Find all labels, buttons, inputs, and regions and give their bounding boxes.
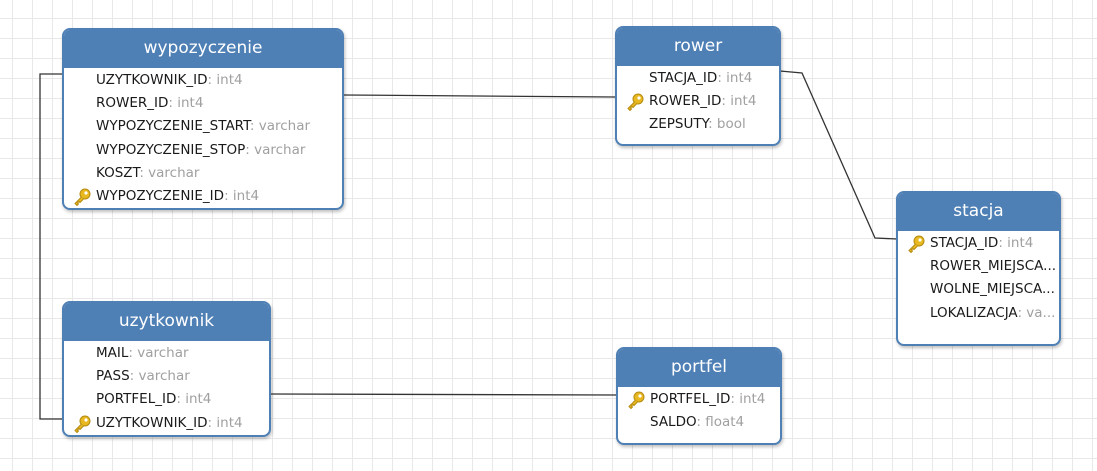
field-name: WYPOZYCZENIE_START xyxy=(96,118,250,135)
field-row-primary-key[interactable]: WYPOZYCZENIE_ID: int4 xyxy=(64,185,342,208)
field-name: WOLNE_MIEJSCA... xyxy=(930,281,1055,298)
key-icon xyxy=(74,188,91,206)
field-type: : varchar xyxy=(139,164,200,181)
field-type: : int4 xyxy=(730,391,766,407)
field-name: STACJA_ID xyxy=(649,70,718,86)
key-icon xyxy=(74,415,91,433)
field-type: : varchar xyxy=(128,345,189,361)
field-type: : varchar xyxy=(249,118,311,135)
field-row[interactable]: MAIL: varchar xyxy=(64,342,269,365)
field-row[interactable]: ROWER_MIEJSCA... xyxy=(898,255,1059,278)
key-icon xyxy=(908,235,925,253)
field-name: ZEPSUTY xyxy=(649,116,709,133)
field-name: ROWER_MIEJSCA... xyxy=(930,258,1057,275)
field-type: : int4 xyxy=(168,95,204,112)
field-name: STACJA_ID xyxy=(930,235,999,251)
field-type: : va... xyxy=(1017,304,1056,321)
field-name: SALDO xyxy=(650,414,697,431)
field-type: : int4 xyxy=(998,235,1034,251)
field-type: : float4 xyxy=(696,414,745,431)
field-row-primary-key[interactable]: UZYTKOWNIK_ID: int4 xyxy=(64,412,269,435)
link-uzytkownik-portfel[interactable] xyxy=(269,393,618,396)
field-row[interactable]: WOLNE_MIEJSCA... xyxy=(898,278,1059,301)
entity-title: wypozyczenie xyxy=(64,30,342,68)
link-rower-stacja[interactable] xyxy=(779,70,898,240)
field-name: KOSZT xyxy=(96,164,140,181)
entity-stacja[interactable]: stacja STACJA_ID: int4 ROWER_MIEJSCA... … xyxy=(896,191,1061,346)
field-name: ROWER_ID xyxy=(96,95,169,112)
field-row[interactable]: UZYTKOWNIK_ID: int4 xyxy=(64,69,342,92)
key-icon xyxy=(627,93,644,112)
entity-rower[interactable]: rower STACJA_ID: int4 ROWER_ID: int4 ZEP… xyxy=(615,26,781,146)
field-name: PASS xyxy=(96,368,130,385)
entity-wypozyczenie[interactable]: wypozyczenie UZYTKOWNIK_ID: int4 ROWER_I… xyxy=(62,28,344,210)
field-row[interactable]: SALDO: float4 xyxy=(618,411,780,434)
field-name: WYPOZYCZENIE_STOP xyxy=(96,141,246,158)
field-type: : int4 xyxy=(176,391,212,408)
field-row-primary-key[interactable]: STACJA_ID: int4 xyxy=(898,232,1059,255)
field-type: : int4 xyxy=(721,93,757,110)
field-row[interactable]: WYPOZYCZENIE_STOP: varchar xyxy=(64,139,342,162)
field-type: : int4 xyxy=(207,72,243,88)
field-row[interactable]: STACJA_ID: int4 xyxy=(617,67,779,90)
field-row-primary-key[interactable]: ROWER_ID: int4 xyxy=(617,90,779,113)
link-wypozyczenie-rower[interactable] xyxy=(342,94,616,98)
entity-title: rower xyxy=(617,28,779,66)
field-name: ROWER_ID xyxy=(649,93,722,110)
field-row[interactable]: WYPOZYCZENIE_START: varchar xyxy=(64,115,342,138)
field-name: PORTFEL_ID xyxy=(650,391,731,407)
field-type: : int4 xyxy=(224,187,260,204)
field-type: : bool xyxy=(708,116,746,133)
field-name: PORTFEL_ID xyxy=(96,391,177,408)
link-wypozyczenie-uzytkownik[interactable] xyxy=(39,73,63,420)
field-type: : varchar xyxy=(245,141,306,158)
field-row[interactable]: KOSZT: varchar xyxy=(64,162,342,185)
field-row[interactable]: PASS: varchar xyxy=(64,365,269,388)
field-row-primary-key[interactable]: PORTFEL_ID: int4 xyxy=(618,388,780,411)
field-name: UZYTKOWNIK_ID xyxy=(96,414,208,431)
field-name: LOKALIZACJA xyxy=(930,304,1018,321)
field-row[interactable]: PORTFEL_ID: int4 xyxy=(64,388,269,411)
field-type: : varchar xyxy=(129,368,190,385)
entity-portfel[interactable]: portfel PORTFEL_ID: int4 SALDO: float4 xyxy=(616,347,782,445)
field-type: : int4 xyxy=(717,70,753,86)
field-row[interactable]: LOKALIZACJA: va... xyxy=(898,302,1059,325)
field-type: : int4 xyxy=(207,414,243,431)
key-icon xyxy=(628,391,645,409)
entity-title: portfel xyxy=(618,349,780,387)
field-name: MAIL xyxy=(96,345,129,361)
entity-uzytkownik[interactable]: uzytkownik MAIL: varchar PASS: varchar P… xyxy=(62,301,271,437)
entity-title: uzytkownik xyxy=(64,303,269,341)
field-name: WYPOZYCZENIE_ID xyxy=(96,187,225,204)
field-row[interactable]: ROWER_ID: int4 xyxy=(64,92,342,115)
entity-title: stacja xyxy=(898,193,1059,231)
field-row[interactable]: ZEPSUTY: bool xyxy=(617,113,779,136)
field-name: UZYTKOWNIK_ID xyxy=(96,72,208,88)
